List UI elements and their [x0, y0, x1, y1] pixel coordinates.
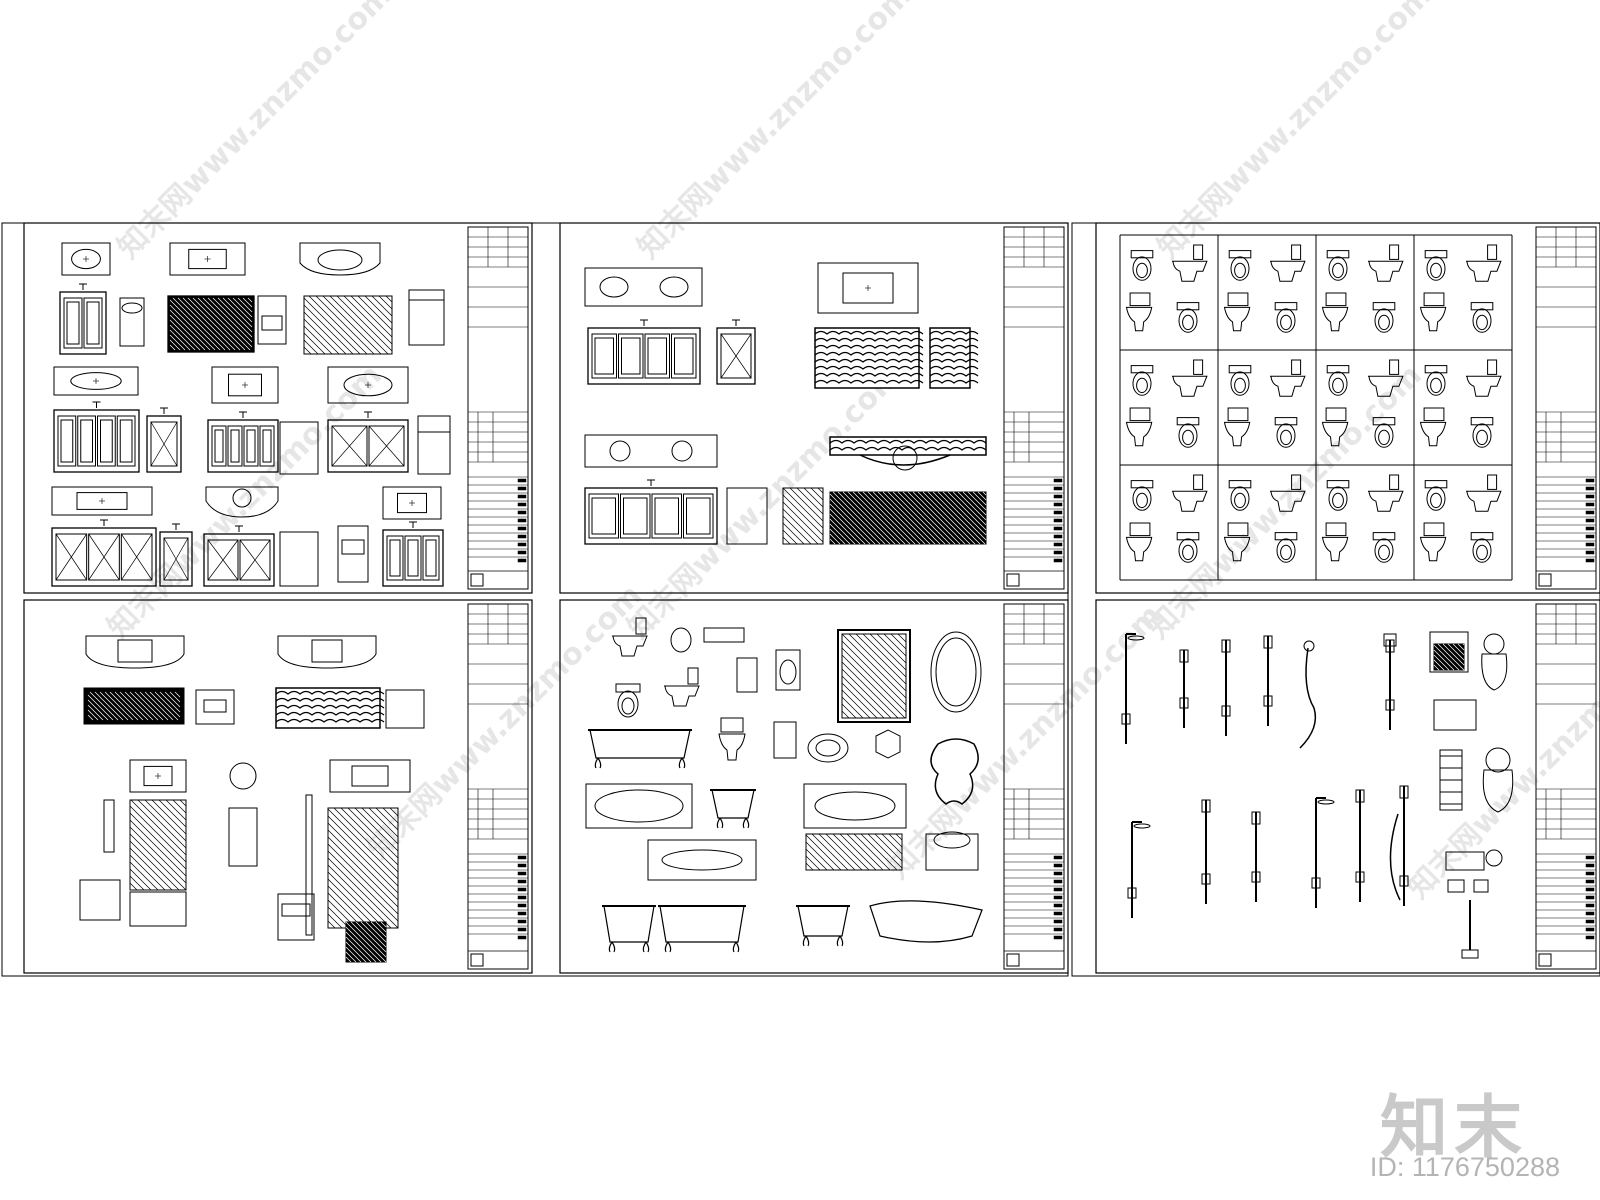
watermark-text: 知末网www.znzmo.com [361, 578, 649, 866]
title-block [1003, 603, 1065, 970]
sheet-vanity-cabinets-set-a [23, 222, 533, 594]
watermark-text: 知末网www.znzmo.com [1151, 0, 1439, 266]
title-block [467, 226, 529, 590]
watermark-text: 知末网www.znzmo.com [631, 0, 919, 266]
watermark-text: 知末网www.znzmo.com [1141, 358, 1429, 646]
watermark-text: 知末网www.znzmo.com [111, 0, 399, 266]
sheet-bathtubs-mirrors [559, 599, 1069, 974]
title-block [1535, 226, 1597, 590]
watermark-text: 知末网www.znzmo.com [101, 358, 389, 646]
sheet-vanity-mirrors [23, 599, 533, 974]
sheet-double-basin-vanities [559, 222, 1069, 594]
brand-logo: 知末 [1379, 1089, 1528, 1168]
sheet-shower-fixtures [1095, 599, 1600, 974]
title-block [1003, 226, 1065, 590]
title-block [1535, 603, 1597, 970]
sheet-toilets-grid [1095, 222, 1600, 594]
image-id-label: ID: 1176750288 [1369, 1152, 1560, 1182]
sheets-layer [1, 222, 1600, 977]
title-block [467, 603, 529, 970]
